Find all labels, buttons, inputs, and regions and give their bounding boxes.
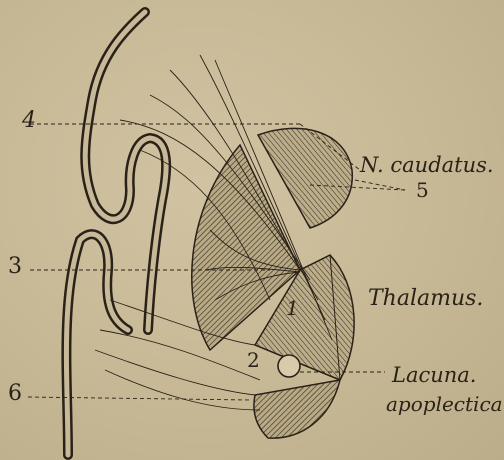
- label-2: 2: [247, 348, 260, 372]
- label-4: 4: [22, 108, 36, 133]
- label-1: 1: [286, 296, 299, 320]
- thalamus-label: Thalamus.: [368, 286, 483, 311]
- label-6: 6: [8, 381, 22, 406]
- lacuna-label-line2: apoplectica.: [386, 392, 504, 416]
- caudatus-label: N. caudatus.: [360, 153, 494, 177]
- lower-thalamus-region: [254, 380, 340, 438]
- lacuna-apoplectica: [278, 355, 300, 377]
- lacuna-label-line1: Lacuna.: [392, 363, 476, 387]
- label-5: 5: [416, 178, 429, 202]
- cortex-outline: [85, 12, 166, 330]
- cortex-outline-lower: [66, 234, 128, 455]
- label-3: 3: [8, 254, 22, 279]
